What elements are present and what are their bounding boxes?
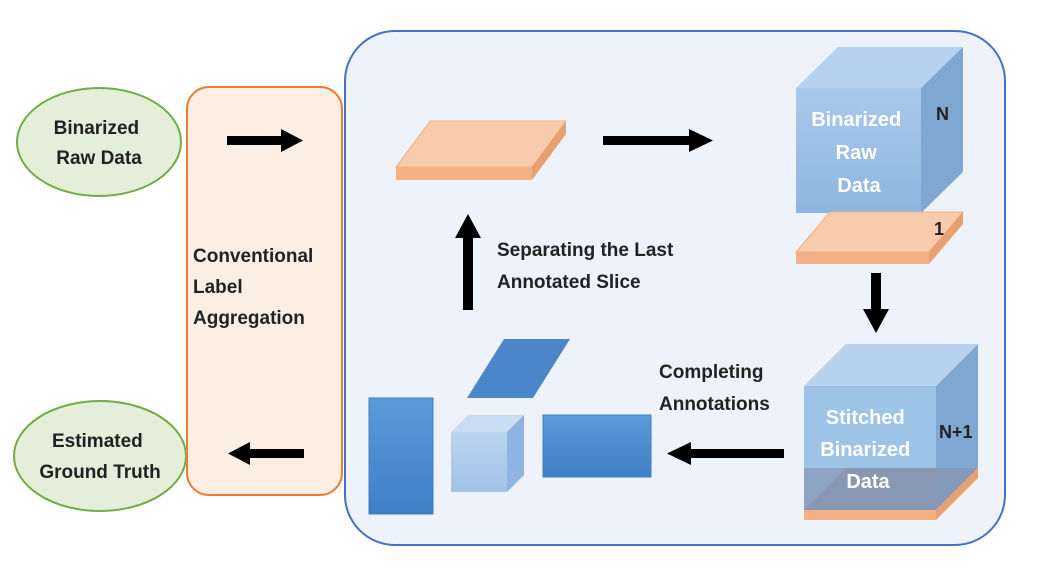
svg-text:Separating the Last Annota: Separating the Last Annotated Slice — [497, 240, 679, 293]
svg-text:Conventional Label: Conventional Label Aggregation — [193, 246, 319, 329]
svg-text:Estimated Ground Truth: Estimated Ground Truth — [39, 431, 160, 483]
separating-label-line-1: Separating the Last — [497, 240, 674, 261]
svg-text:Completing Annotations: Completing Annotations — [659, 362, 770, 415]
ground-truth-ellipse — [13, 400, 187, 512]
aggregation-label-line-2: Label — [193, 277, 243, 298]
ground-truth-node: Estimated Ground Truth — [13, 400, 187, 512]
stitched-cube-label-line-2: Binarized — [820, 439, 910, 461]
separating-label-line-2: Annotated Slice — [497, 272, 641, 293]
raw-cube-label-line-2: Raw — [836, 142, 878, 164]
svg-text:Stitched Binarized: Stitched Binarized Data — [820, 407, 916, 493]
arrow-to-annotation-shapes — [667, 442, 784, 465]
annotation-shape-tall-rectangle — [368, 397, 434, 515]
svg-text:Binarized Raw Data: Binarized Raw Data — [811, 109, 907, 197]
raw-data-label-line-1: Binarized — [54, 118, 140, 139]
annotation-shape-rectangle — [542, 414, 652, 478]
arrow-up-to-slice — [455, 214, 481, 310]
ground-truth-label-line-1: Estimated — [52, 431, 143, 452]
raw-data-cube: Binarized Raw Data N — [796, 47, 963, 213]
aggregation-label-line-3: Aggregation — [193, 308, 305, 329]
annotated-slice-label: 1 — [934, 219, 944, 239]
stitched-cube-side-label: N+1 — [939, 422, 973, 442]
arrow-out-of-aggregation — [228, 442, 304, 465]
raw-cube-side-label: N — [936, 104, 949, 124]
aggregation-label-line-1: Conventional — [193, 246, 313, 267]
raw-cube-label-line-3: Data — [837, 175, 881, 197]
ground-truth-label-line-2: Ground Truth — [39, 462, 160, 483]
aggregation-box — [186, 86, 343, 496]
arrow-slice-to-cube — [603, 129, 713, 152]
svg-text:Binarized Raw Data: Binarized Raw Data — [54, 118, 145, 169]
raw-data-label-line-2: Raw Data — [56, 148, 142, 169]
stitched-cube: Stitched Binarized Data N+1 — [804, 344, 978, 520]
arrow-down-to-stitched — [863, 273, 889, 333]
annotation-shape-parallelogram — [467, 339, 570, 398]
arrow-into-aggregation — [227, 129, 303, 152]
completing-label-line-2: Annotations — [659, 394, 770, 415]
stitched-cube-label-line-3: Data — [846, 471, 890, 493]
raw-data-ellipse — [16, 87, 182, 197]
separated-slice — [395, 120, 567, 180]
completing-label-line-1: Completing — [659, 362, 764, 383]
stitched-cube-label-line-1: Stitched — [826, 407, 905, 429]
aggregation-node: Conventional Label Aggregation — [186, 86, 343, 496]
raw-cube-label-line-1: Binarized — [811, 109, 901, 131]
raw-data-node: Binarized Raw Data — [16, 87, 182, 197]
annotation-shape-cube — [451, 415, 524, 492]
annotated-slice: 1 — [794, 211, 965, 264]
